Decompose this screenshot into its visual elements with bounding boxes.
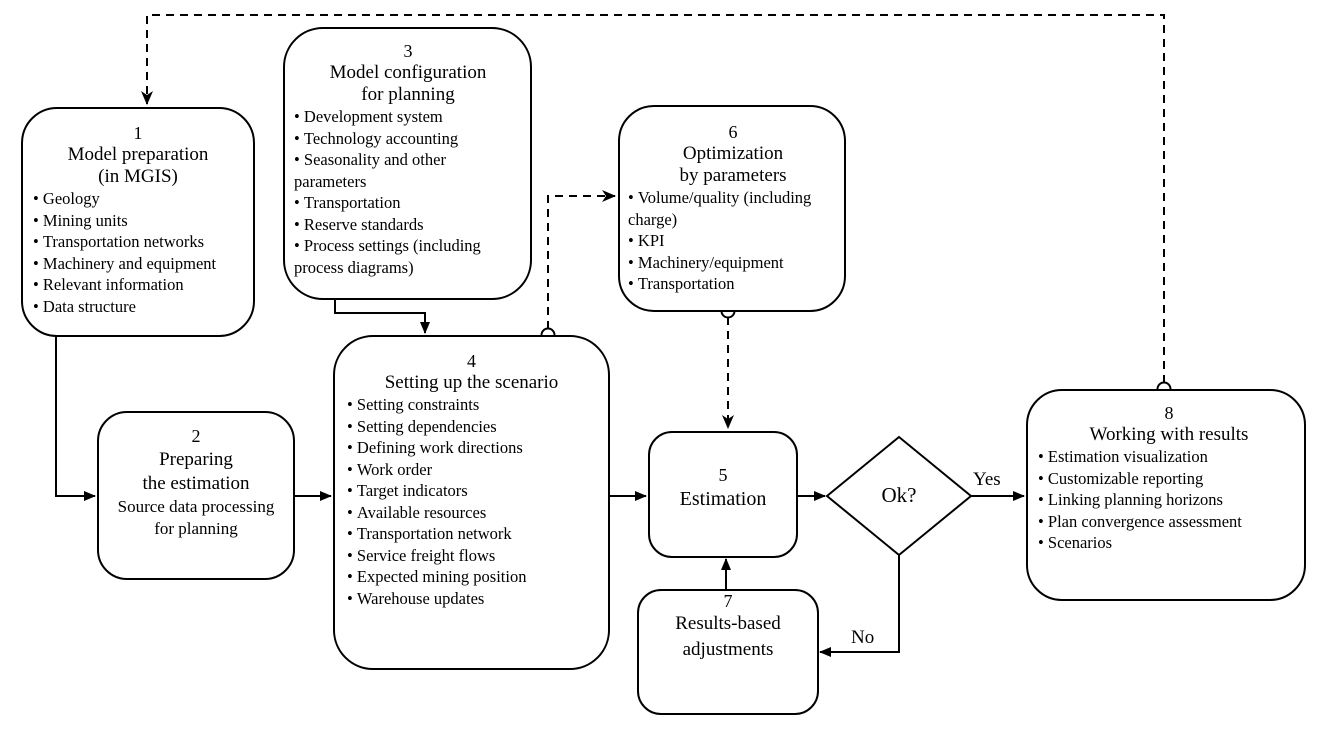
step-number: 3 xyxy=(403,41,413,61)
step-number: 6 xyxy=(728,122,738,142)
list-item: Estimation visualization xyxy=(1038,446,1300,468)
list-item: Machinery/equipment xyxy=(628,252,838,274)
step-title: Model configuration xyxy=(329,62,487,83)
step-number: 8 xyxy=(1164,403,1174,423)
step-number: 7 xyxy=(723,591,733,611)
edge-4-to-6 xyxy=(547,190,616,329)
list-item: Customizable reporting xyxy=(1038,468,1300,490)
step-items: Setting constraints Setting dependencies… xyxy=(347,394,602,609)
step-number: 4 xyxy=(467,351,476,371)
list-item: Technology accounting xyxy=(294,128,522,150)
list-item: Warehouse updates xyxy=(347,588,602,610)
list-item: Process settings (including process diag… xyxy=(294,235,522,278)
step-title: by parameters xyxy=(679,165,787,186)
step-1-model-preparation: 1 Model preparation (in MGIS) Geology Mi… xyxy=(21,107,255,337)
list-item: Transportation networks xyxy=(33,231,253,253)
list-item: Machinery and equipment xyxy=(33,253,253,275)
list-item: Plan convergence assessment xyxy=(1038,511,1300,533)
list-item: Geology xyxy=(33,188,253,210)
step-subtitle: for planning xyxy=(154,519,238,538)
step-subtitle: Source data processing xyxy=(117,497,275,516)
list-item: Mining units xyxy=(33,210,253,232)
edge-label-yes: Yes xyxy=(973,469,1001,490)
list-item: Scenarios xyxy=(1038,532,1300,554)
list-item: Data structure xyxy=(33,296,253,318)
edge-1-to-2 xyxy=(55,336,96,501)
step-title: Preparing xyxy=(159,449,233,470)
step-title: Setting up the scenario xyxy=(384,372,559,393)
step-number: 1 xyxy=(133,123,143,143)
step-7-results-adjustments: 7 Results-based adjustments xyxy=(637,589,819,715)
step-title: Model preparation xyxy=(67,144,209,165)
list-item: Seasonality and other parameters xyxy=(294,149,522,192)
list-item: Setting constraints xyxy=(347,394,602,416)
list-item: Relevant information xyxy=(33,274,253,296)
step-items: Estimation visualization Customizable re… xyxy=(1038,446,1300,554)
step-number: 5 xyxy=(718,465,728,485)
list-item: Linking planning horizons xyxy=(1038,489,1300,511)
list-item: Transportation network xyxy=(347,523,602,545)
list-item: Transportation xyxy=(294,192,522,214)
list-item: Expected mining position xyxy=(347,566,602,588)
list-item: KPI xyxy=(628,230,838,252)
step-items: Volume/quality (including charge) KPI Ma… xyxy=(628,187,838,295)
step-items: Geology Mining units Transportation netw… xyxy=(33,188,253,317)
step-title: Results-based xyxy=(675,613,781,634)
step-items: Development system Technology accounting… xyxy=(294,106,522,278)
list-item: Transportation xyxy=(628,273,838,295)
edge-label-no: No xyxy=(851,627,875,648)
list-item: Volume/quality (including charge) xyxy=(628,187,838,230)
step-3-model-configuration: 3 Model configuration for planning Devel… xyxy=(283,27,532,300)
decision-label: Ok? xyxy=(881,483,917,507)
step-2-preparing-estimation: 2 Preparing the estimation Source data p… xyxy=(97,411,295,580)
edge-8-to-1 xyxy=(141,14,1165,383)
step-4-setting-up-scenario: 4 Setting up the scenario Setting constr… xyxy=(333,335,610,670)
step-title: Working with results xyxy=(1089,424,1249,445)
edge-decision-to-7 xyxy=(819,555,900,657)
list-item: Available resources xyxy=(347,502,602,524)
step-title: the estimation xyxy=(142,473,250,494)
list-item: Service freight flows xyxy=(347,545,602,567)
list-item: Target indicators xyxy=(347,480,602,502)
step-title: for planning xyxy=(361,84,455,105)
step-title: Estimation xyxy=(679,488,767,510)
step-5-estimation: 5 Estimation xyxy=(648,431,798,558)
list-item: Work order xyxy=(347,459,602,481)
step-title: (in MGIS) xyxy=(98,166,178,187)
list-item: Development system xyxy=(294,106,522,128)
list-item: Defining work directions xyxy=(347,437,602,459)
step-8-working-with-results: 8 Working with results Estimation visual… xyxy=(1026,389,1306,601)
step-number: 2 xyxy=(191,426,201,446)
step-6-optimization: 6 Optimization by parameters Volume/qual… xyxy=(618,105,846,312)
list-item: Setting dependencies xyxy=(347,416,602,438)
step-title: adjustments xyxy=(682,639,774,660)
step-title: Optimization xyxy=(682,143,784,164)
list-item: Reserve standards xyxy=(294,214,522,236)
edge-3-to-4 xyxy=(334,299,430,334)
